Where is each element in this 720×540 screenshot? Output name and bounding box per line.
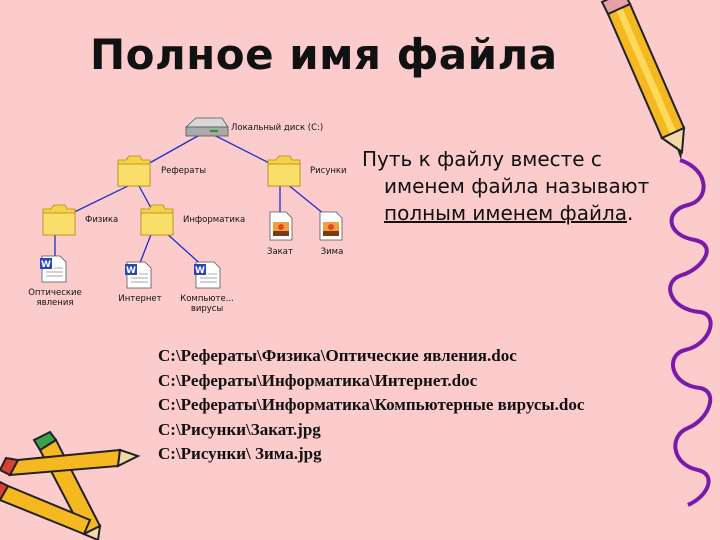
folder-icon: [117, 155, 151, 187]
folder-label-fizika: Физика: [85, 215, 119, 225]
crossed-pencils-decoration: [0, 430, 141, 540]
path-example: C:\Рисунки\ Зима.jpg: [158, 444, 322, 463]
tree-root-label: Локальный диск (C:): [231, 123, 324, 133]
path-example: C:\Рефераты\Физика\Оптические явления.do…: [158, 346, 517, 365]
file-label-line: Оптические: [28, 288, 82, 298]
file-label-opticheskie: Оптические явления: [25, 288, 85, 308]
definition-line: именем файла называют: [384, 174, 650, 198]
definition-line: полным именем файла.: [362, 200, 707, 227]
folder-label-referaty: Рефераты: [161, 166, 207, 176]
folder-icon: [140, 204, 174, 236]
definition-line: Путь к файлу вместе с: [362, 147, 602, 171]
file-label-line: вирусы: [190, 304, 224, 314]
folder-label-informatika: Информатика: [183, 215, 246, 225]
definition-period: .: [627, 201, 634, 225]
definition-text: Путь к файлу вместе с именем файла назыв…: [362, 146, 707, 227]
pencil-icon: [600, 0, 686, 160]
word-document-icon: W: [194, 261, 221, 289]
folder-label-risunki: Рисунки: [310, 166, 347, 176]
file-label-zakat: Закат: [267, 247, 293, 257]
pencil-squiggle-decoration: [600, 0, 713, 507]
pencil-icon: [0, 448, 141, 477]
svg-text:W: W: [195, 266, 205, 276]
pencil-icon: [0, 480, 92, 536]
svg-text:W: W: [126, 266, 136, 276]
path-example: C:\Рефераты\Информатика\Интернет.doc: [158, 370, 478, 390]
image-file-icon: [269, 211, 293, 241]
slide-title: Полное имя файла: [90, 30, 558, 79]
file-label-kompyute: Компьюте... вирусы: [174, 294, 240, 314]
svg-text:W: W: [41, 260, 51, 270]
path-example: C:\Рисунки\Закат.jpg: [158, 419, 321, 439]
folder-icon: [267, 155, 301, 187]
folder-icon: [42, 204, 76, 236]
image-file-icon: [319, 211, 343, 241]
file-label-internet: Интернет: [118, 294, 162, 304]
definition-term: полным именем файла: [384, 201, 628, 225]
word-document-icon: W: [40, 255, 67, 283]
file-label-zima: Зима: [320, 247, 344, 257]
drive-icon: [184, 117, 229, 137]
path-examples: C:\Рефераты\Физика\Оптические явления.do…: [158, 344, 584, 467]
path-example: C:\Рефераты\Информатика\Компьютерные вир…: [158, 395, 585, 414]
word-document-icon: W: [125, 261, 152, 289]
file-label-line: явления: [36, 298, 74, 308]
file-label-line: Компьюте...: [180, 294, 234, 304]
